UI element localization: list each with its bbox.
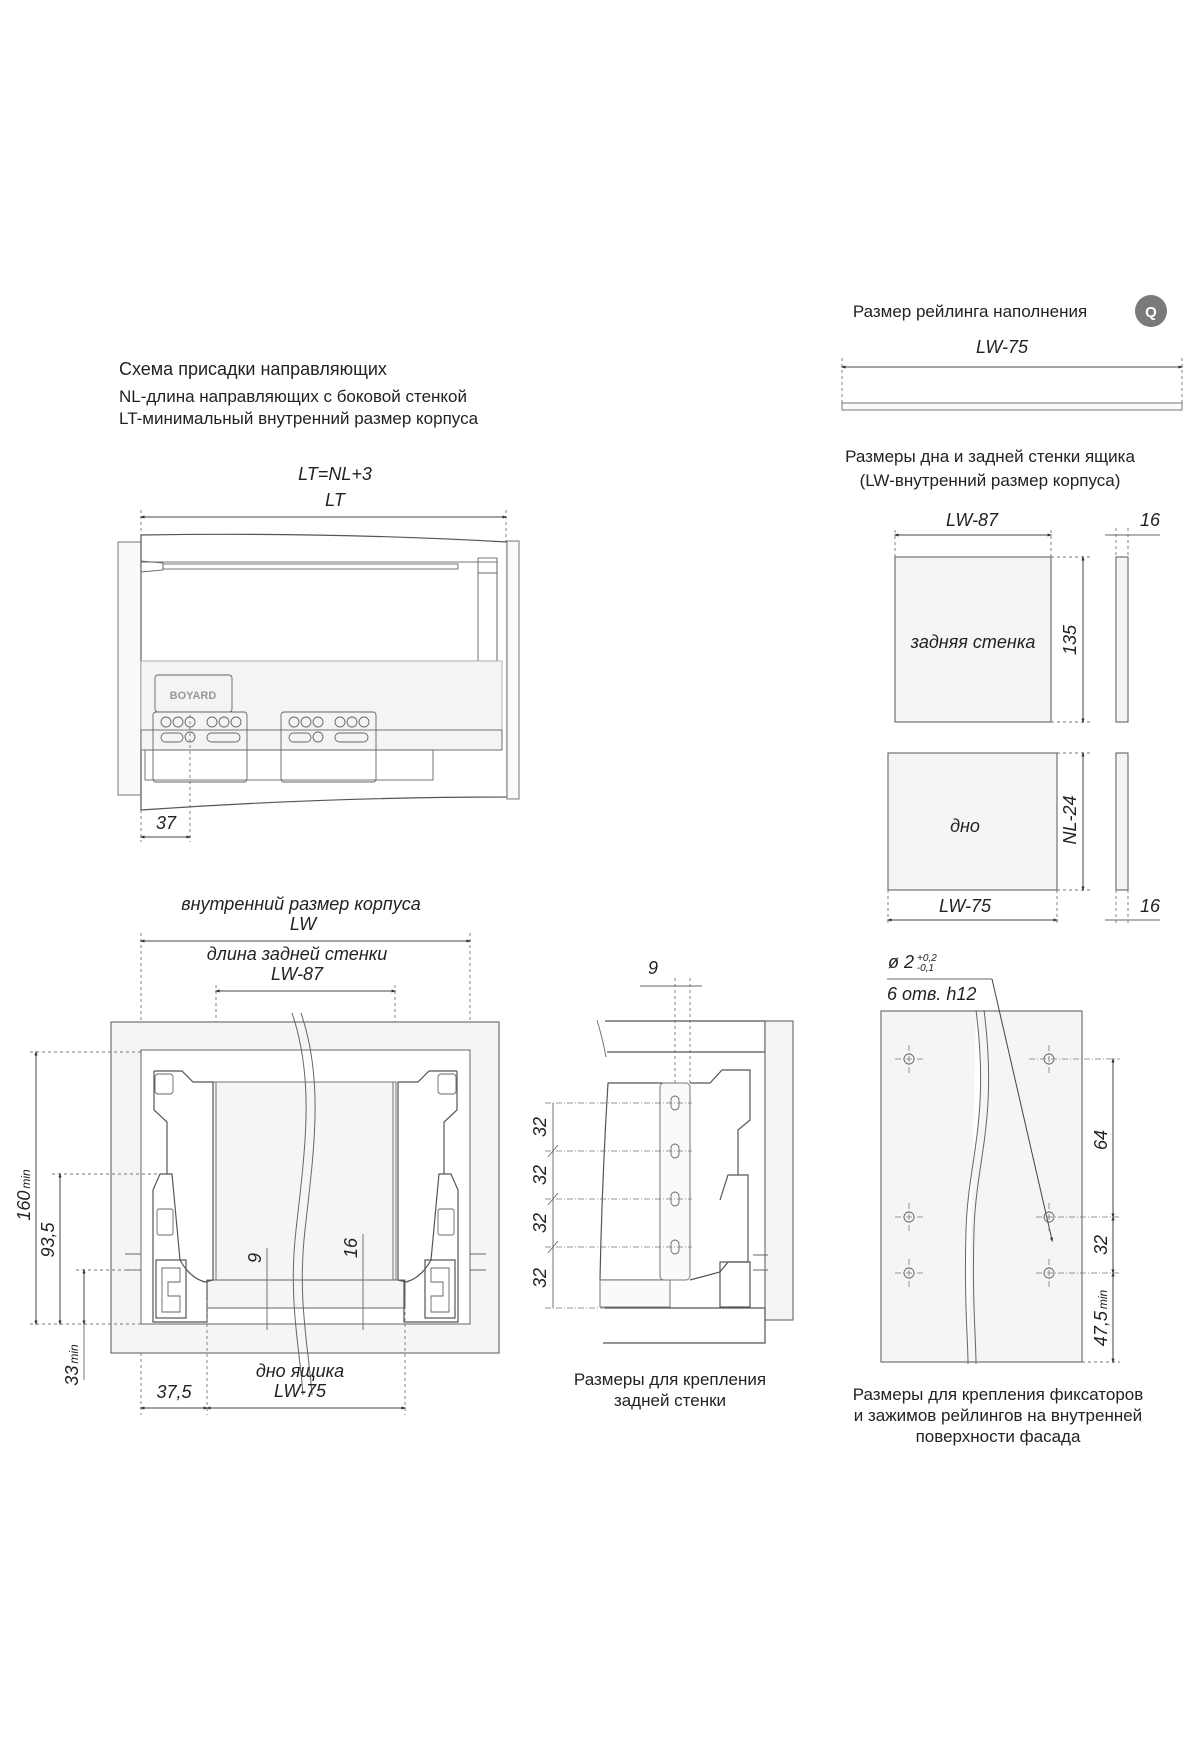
bottom-panel <box>887 752 1058 891</box>
railing-dim-label: LW-75 <box>976 337 1029 357</box>
panels-section: Размеры дна и задней стенки ящика (LW-вн… <box>845 447 1161 925</box>
facade-caption-line1: Размеры для крепления фиксаторов <box>853 1385 1144 1404</box>
dim-64-label: 64 <box>1091 1130 1111 1150</box>
railing-bar <box>841 402 1183 411</box>
inner-size-dim: LW <box>290 914 318 934</box>
spacing-32-1: 32 <box>530 1117 550 1137</box>
scheme-line-nl: NL-длина направляющих с боковой стенкой <box>119 387 467 406</box>
railing-section: Размер рейлинга наполнения Q LW-75 <box>840 295 1184 411</box>
hole-leader-line <box>991 978 1053 1243</box>
back-wall-mount: 9 32 32 32 32 Размеры для крепления за <box>530 958 794 1410</box>
bottom-label: дно <box>950 816 980 836</box>
bottom-height-label: NL-24 <box>1060 795 1080 844</box>
spacing-32-2: 32 <box>530 1165 550 1185</box>
bottom-label: дно ящика <box>256 1361 344 1381</box>
back-wall-edge <box>1115 556 1129 723</box>
height-33-label: 33min <box>62 1344 82 1386</box>
back-thickness-label: 16 <box>1140 510 1161 530</box>
dim-47-5-label: 47,5min <box>1091 1289 1111 1346</box>
cross-section: внутренний размер корпуса LW длина задне… <box>14 894 500 1415</box>
svg-text:BOYARD: BOYARD <box>170 690 217 702</box>
back-length-label: длина задней стенки <box>207 944 388 964</box>
height-160-label: 160min <box>14 1169 34 1221</box>
back-width-label: LW-87 <box>946 510 999 530</box>
facade-panel <box>880 1010 1083 1363</box>
offset-37-5-label: 37,5 <box>156 1382 192 1402</box>
drawer-bottom-section <box>206 1279 406 1309</box>
right-drawer-side-profile <box>397 1070 486 1323</box>
bottom-width-label: LW-75 <box>939 896 992 916</box>
mount-bracket <box>659 1082 691 1281</box>
dim-9-label: 9 <box>245 1253 265 1263</box>
railing-title: Размер рейлинга наполнения <box>853 302 1087 321</box>
bottom-dim: LW-75 <box>274 1381 327 1401</box>
bottom-thickness-label: 16 <box>1140 896 1161 916</box>
dim-32-label: 32 <box>1091 1235 1111 1255</box>
back-length-dim: LW-87 <box>271 964 324 984</box>
back-height-label: 135 <box>1060 624 1080 655</box>
facade-caption-line3: поверхности фасада <box>916 1427 1081 1446</box>
layout-scheme: Схема присадки направляющих NL-длина нап… <box>117 359 520 842</box>
scheme-title: Схема присадки направляющих <box>119 359 387 379</box>
back-wall-section <box>212 1081 397 1281</box>
lt-label: LT <box>325 490 347 510</box>
height-93-5-label: 93,5 <box>38 1222 58 1258</box>
dim-16-label: 16 <box>341 1237 361 1258</box>
back-wall-profile <box>599 1082 663 1281</box>
left-drawer-side-profile <box>125 1070 214 1323</box>
formula-label: LT=NL+3 <box>298 464 372 484</box>
q-badge-icon: Q <box>1135 295 1167 327</box>
scheme-line-lt: LT-минимальный внутренний размер корпуса <box>119 409 479 428</box>
front-panel <box>117 541 142 796</box>
hole-count-label: 6 отв. h12 <box>887 984 976 1004</box>
mount-caption-line1: Размеры для крепления <box>574 1370 766 1389</box>
q-badge-label: Q <box>1145 304 1157 321</box>
mount-caption-line2: задней стенки <box>614 1391 726 1410</box>
panels-title: Размеры дна и задней стенки ящика <box>845 447 1135 466</box>
facade-caption-line2: и зажимов рейлингов на внутренней <box>854 1406 1142 1425</box>
facade-holes <box>895 1045 1120 1363</box>
runner-plate-front <box>152 711 248 783</box>
back-wall-label: задняя стенка <box>910 632 1036 652</box>
runner-plate-rear <box>280 711 377 783</box>
spacing-32-4: 32 <box>530 1268 550 1288</box>
offset-37-label: 37 <box>156 813 177 833</box>
spacing-32-3: 32 <box>530 1213 550 1233</box>
inner-size-label: внутренний размер корпуса <box>181 894 421 914</box>
bottom-panel-edge <box>1115 752 1129 891</box>
mount-9-label: 9 <box>648 958 658 978</box>
panels-subtitle: (LW-внутренний размер корпуса) <box>860 471 1121 490</box>
hole-diameter-label: ø 2+0,2-0,1 <box>888 952 937 974</box>
facade-drilling: ø 2+0,2-0,1 6 отв. h12 64 32 47,5min Раз… <box>853 952 1144 1446</box>
back-wall-panel <box>894 556 1052 723</box>
